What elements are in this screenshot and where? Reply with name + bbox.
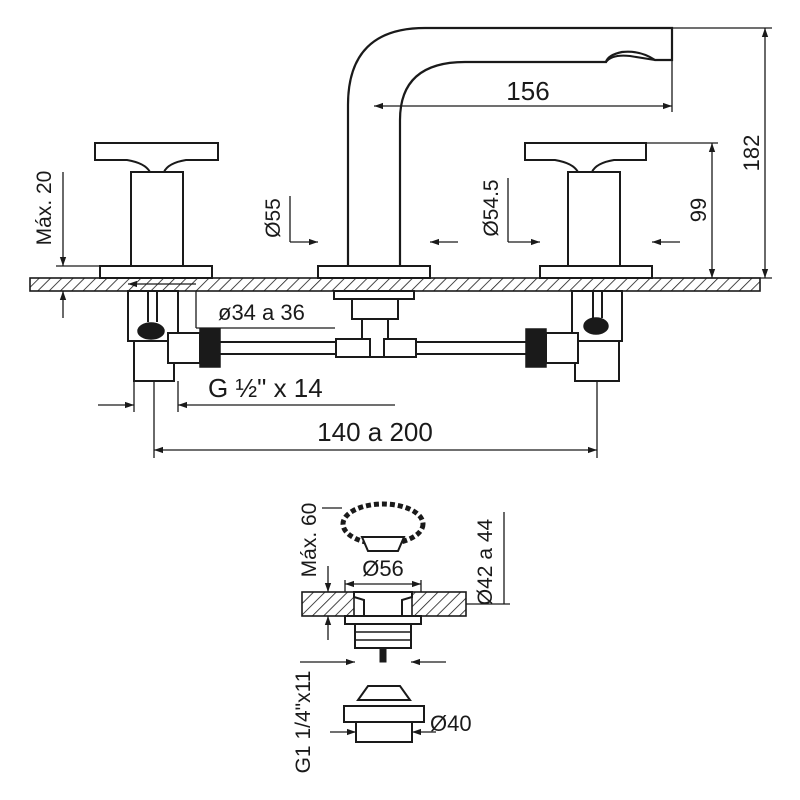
drain-dimension-lines (300, 507, 510, 736)
dim-drain-hole-diameter: Ø42 a 44 (474, 518, 497, 605)
dim-handle-base-diameter: Ø54.5 (480, 179, 503, 236)
dim-center-spacing: 140 a 200 (317, 417, 433, 447)
left-handle (94, 142, 219, 279)
faucet-assembly: 156 182 99 Máx. 20 Ø55 Ø54.5 ø34 a 36 G … (29, 26, 772, 458)
under-counter-fittings (127, 290, 623, 382)
drain-body (343, 591, 425, 743)
dim-height-total: 182 (739, 135, 764, 172)
dim-connection-thread: G ½" x 14 (208, 373, 323, 403)
dim-spout-base-diameter: Ø55 (262, 198, 285, 238)
dim-drain-thread: G1 1/4"x11 (292, 671, 315, 774)
drain-stopper (340, 501, 426, 552)
spout (317, 26, 674, 279)
dim-drain-max-height: Máx. 60 (298, 503, 321, 578)
dim-drain-outlet-diameter: Ø40 (430, 711, 472, 736)
dim-height-handle: 99 (686, 198, 711, 222)
sink-slab (301, 591, 467, 617)
dim-hole-diameter: ø34 a 36 (218, 300, 305, 325)
dim-max-height: Máx. 20 (33, 171, 56, 246)
dim-drain-flange-diameter: Ø56 (362, 556, 404, 581)
dim-spout-reach: 156 (506, 76, 549, 106)
faucet-dimension-lines (56, 27, 772, 458)
drain-assembly: Máx. 60 Ø56 Ø42 a 44 G1 1/4"x11 Ø40 (292, 501, 510, 774)
right-handle (524, 142, 653, 279)
